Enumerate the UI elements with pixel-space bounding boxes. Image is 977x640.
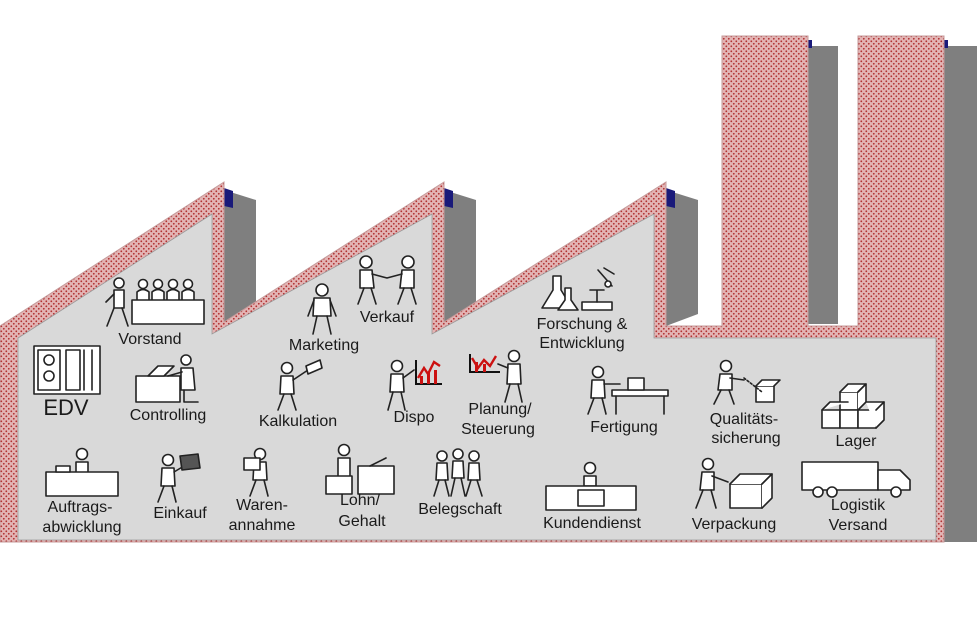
roof-accents [224, 40, 948, 208]
planung-icon [469, 349, 523, 403]
label-planung-2: Steuerung [461, 421, 535, 438]
kundendienst-icon [545, 461, 637, 511]
label-qualitaet-1: Qualitäts- [710, 411, 778, 428]
label-lohn-1: Lohn/ [340, 492, 381, 509]
auftrag-icon [45, 447, 119, 497]
label-vorstand: Vorstand [118, 331, 181, 348]
label-verkauf: Verkauf [360, 309, 415, 326]
label-forschung-2: Entwicklung [539, 335, 624, 352]
label-einkauf: Einkauf [153, 505, 207, 522]
vorstand-icon [105, 277, 205, 327]
label-kalkulation: Kalkulation [259, 413, 337, 430]
label-auftrag-1: Auftrags- [48, 499, 113, 516]
label-auftrag-2: abwicklung [42, 519, 121, 536]
waren-icon [243, 447, 269, 497]
controlling-icon [135, 354, 199, 403]
label-verpackung: Verpackung [692, 516, 777, 533]
label-lager: Lager [836, 433, 878, 450]
label-dispo: Dispo [394, 409, 435, 426]
label-edv: EDV [43, 395, 89, 420]
label-forschung-1: Forschung & [537, 316, 628, 333]
roof-shadows [224, 190, 698, 326]
chimney-shadow-left [808, 46, 838, 324]
label-kundendienst: Kundendienst [543, 515, 641, 532]
edv-icon [33, 345, 101, 395]
lager-icon [821, 383, 885, 429]
lohn-icon [325, 443, 395, 495]
logistik-icon [801, 461, 911, 498]
fertigung-icon [587, 365, 669, 415]
label-marketing: Marketing [289, 337, 359, 354]
label-logistik-2: Versand [829, 517, 888, 534]
kalkulation-icon [277, 359, 323, 411]
label-waren-2: annahme [229, 517, 296, 534]
label-logistik-1: Logistik [831, 497, 886, 514]
marketing-icon [307, 283, 337, 335]
label-controlling: Controlling [130, 407, 206, 424]
verpackung-icon [695, 457, 773, 509]
label-belegschaft: Belegschaft [418, 501, 502, 518]
label-lohn-2: Gehalt [338, 513, 386, 530]
forschung-icon [541, 267, 615, 311]
qualitaet-icon [713, 359, 781, 405]
einkauf-icon [157, 453, 201, 503]
chimney-shadow-right [944, 46, 977, 542]
label-planung-1: Planung/ [468, 401, 532, 418]
belegschaft-icon [433, 448, 483, 497]
dispo-icon [387, 359, 442, 411]
label-fertigung: Fertigung [590, 419, 658, 436]
label-waren-1: Waren- [236, 497, 288, 514]
label-qualitaet-2: sicherung [711, 430, 780, 447]
verkauf-icon [357, 255, 417, 305]
